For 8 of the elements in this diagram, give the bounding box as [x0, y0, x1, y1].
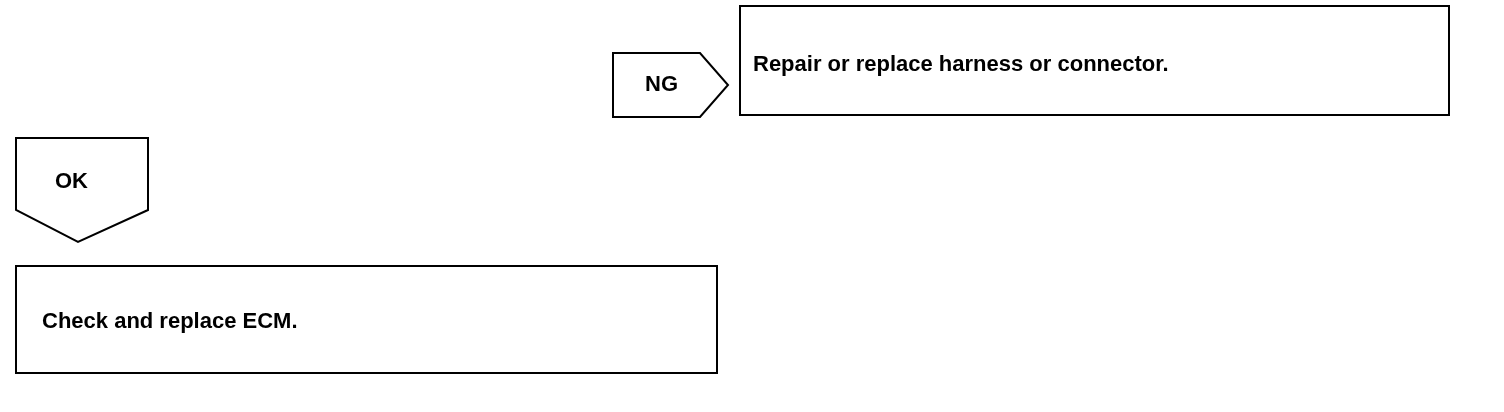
- node-text: Check and replace ECM.: [42, 308, 298, 334]
- process-box: [15, 265, 718, 374]
- node-text: OK: [55, 168, 88, 194]
- decision-tab: [15, 137, 149, 244]
- process-box: [739, 5, 1450, 116]
- node-text: Repair or replace harness or connector.: [753, 51, 1169, 77]
- node-text: NG: [645, 71, 678, 97]
- decision-tab: [612, 52, 730, 118]
